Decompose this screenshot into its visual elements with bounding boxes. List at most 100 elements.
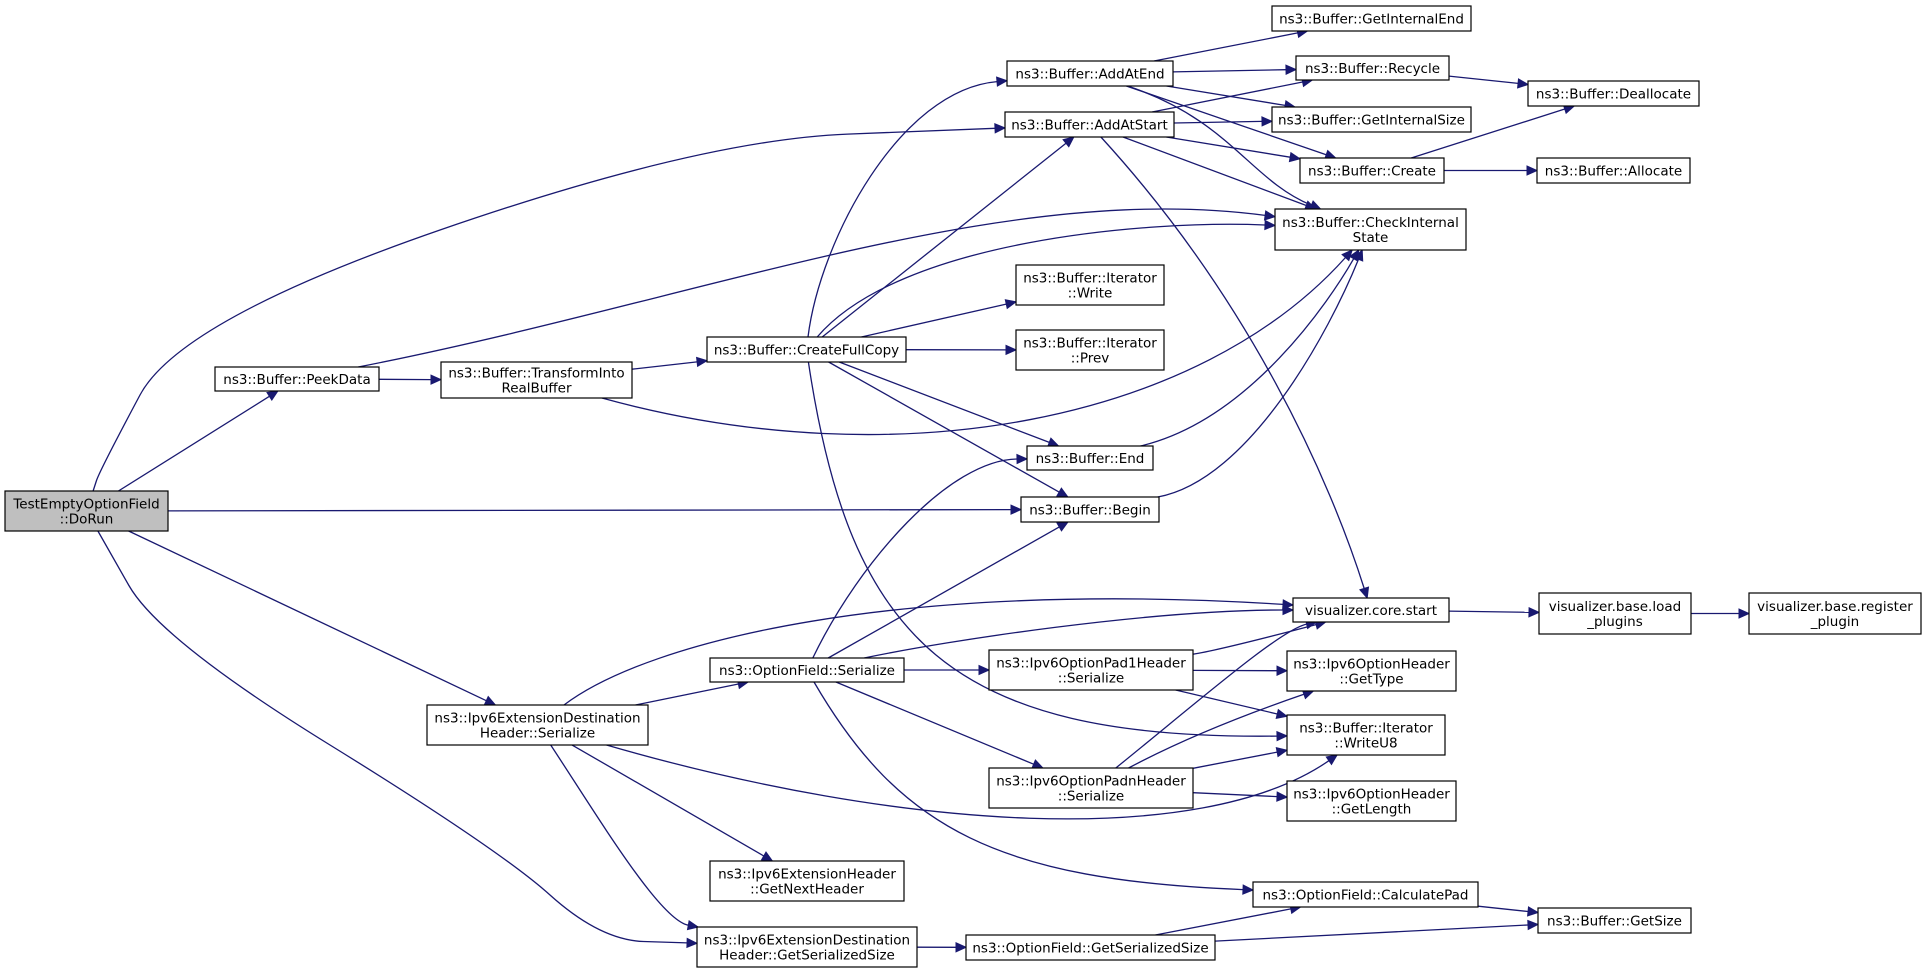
node-label-line: ns3::Buffer::Iterator — [1023, 271, 1157, 287]
edge-line — [816, 223, 1266, 338]
node-gettype[interactable]: ns3::Ipv6OptionHeader::GetType — [1286, 650, 1457, 692]
node-peekdata[interactable]: ns3::Buffer::PeekData — [214, 366, 380, 392]
node-pad1serialize[interactable]: ns3::Ipv6OptionPad1Header::Serialize — [988, 649, 1194, 691]
node-loadplugins[interactable]: visualizer.base.load_plugins — [1538, 592, 1692, 635]
edge-root-to-peekdata — [118, 390, 279, 492]
edge-line — [1151, 81, 1303, 113]
node-registerplugin[interactable]: visualizer.base.register_plugin — [1748, 592, 1922, 635]
node-getlength[interactable]: ns3::Ipv6OptionHeader::GetLength — [1286, 780, 1457, 822]
arrowhead-icon — [1528, 607, 1541, 618]
edge-line — [1175, 689, 1278, 715]
edge-pad1serialize-to-writeu8 — [1175, 689, 1289, 720]
node-label-line: ns3::Buffer::AddAtEnd — [1015, 67, 1164, 83]
node-box — [1271, 106, 1472, 133]
arrowhead-icon — [1285, 64, 1298, 75]
node-createfullcopy[interactable]: ns3::Buffer::CreateFullCopy — [706, 336, 907, 363]
arrowhead-icon — [978, 664, 991, 676]
node-padnserialize[interactable]: ns3::Ipv6OptionPadnHeader::Serialize — [988, 767, 1194, 809]
node-box — [1538, 592, 1692, 635]
node-getsize[interactable]: ns3::Buffer::GetSize — [1537, 907, 1692, 934]
node-destgetsize[interactable]: ns3::Ipv6ExtensionDestinationHeader::Get… — [696, 926, 918, 968]
arrowhead-icon — [1527, 906, 1540, 917]
node-label-line: ::Prev — [1071, 351, 1110, 367]
edge-line — [1192, 623, 1317, 655]
edge-addatend-to-recycle — [1172, 64, 1298, 75]
node-label-line: visualizer.base.load — [1549, 599, 1681, 615]
edge-optserialize-to-begin — [827, 521, 1070, 659]
node-getinternalend[interactable]: ns3::Buffer::GetInternalEnd — [1271, 5, 1472, 32]
node-root[interactable]: TestEmptyOptionField::DoRun — [4, 490, 169, 532]
node-box — [1286, 650, 1457, 692]
edge-line — [807, 80, 998, 338]
edge-line — [118, 395, 270, 492]
node-label-line: _plugin — [1810, 614, 1860, 630]
node-recycle[interactable]: ns3::Buffer::Recycle — [1295, 55, 1450, 81]
node-create[interactable]: ns3::Buffer::Create — [1299, 157, 1445, 184]
node-box — [1286, 780, 1457, 822]
node-label-line: visualizer.core.start — [1305, 603, 1437, 619]
node-label-line: ns3::Buffer::TransformInto — [448, 366, 624, 382]
node-box — [1292, 597, 1450, 623]
edge-line — [821, 142, 1067, 338]
edge-line — [835, 681, 1034, 765]
node-label-line: ns3::Buffer::AddAtStart — [1011, 118, 1168, 134]
node-box — [1271, 5, 1472, 32]
node-label-line: ns3::Buffer::GetInternalSize — [1278, 113, 1465, 129]
node-vizstart[interactable]: visualizer.core.start — [1292, 597, 1450, 623]
edge-line — [861, 303, 1007, 338]
node-box — [709, 657, 905, 683]
node-optserialize[interactable]: ns3::OptionField::Serialize — [709, 657, 905, 683]
node-optgetsize[interactable]: ns3::OptionField::GetSerializedSize — [965, 934, 1216, 961]
node-label-line: ns3::Buffer::End — [1036, 451, 1145, 467]
node-begin[interactable]: ns3::Buffer::Begin — [1020, 496, 1160, 523]
node-getinternalsize[interactable]: ns3::Buffer::GetInternalSize — [1271, 106, 1472, 133]
node-deallocate[interactable]: ns3::Buffer::Deallocate — [1527, 80, 1700, 107]
edge-createfullcopy-to-addatend — [807, 76, 1009, 338]
arrowhead-icon — [1046, 437, 1060, 448]
edge-createfullcopy-to-addatstart — [821, 136, 1075, 338]
arrowhead-icon — [1264, 219, 1277, 231]
node-iterprev[interactable]: ns3::Buffer::Iterator::Prev — [1015, 329, 1165, 371]
node-getnextheader[interactable]: ns3::Ipv6ExtensionHeader::GetNextHeader — [709, 860, 905, 902]
node-label-line: ns3::OptionField::CalculatePad — [1262, 888, 1468, 904]
arrowhead-icon — [1275, 708, 1289, 720]
arrowhead-icon — [686, 919, 700, 931]
node-writeu8[interactable]: ns3::Buffer::Iterator::WriteU8 — [1286, 714, 1446, 756]
node-box — [1015, 264, 1165, 306]
edge-end-to-checkinternal — [1140, 248, 1360, 447]
node-box — [1286, 714, 1446, 756]
arrowhead-icon — [1056, 521, 1070, 532]
node-label-line: TestEmptyOptionField — [12, 497, 159, 513]
arrowhead-icon — [1341, 249, 1354, 262]
node-calcpad[interactable]: ns3::OptionField::CalculatePad — [1252, 881, 1479, 908]
edge-line — [167, 508, 1012, 512]
edge-transform-to-checkinternal — [601, 249, 1354, 436]
node-label-line: ns3::OptionField::Serialize — [719, 663, 895, 679]
edge-addatstart-to-checkinternal — [1122, 136, 1317, 211]
edge-optserialize-to-pad1serialize — [904, 664, 991, 676]
node-addatend[interactable]: ns3::Buffer::AddAtEnd — [1006, 60, 1174, 87]
node-end[interactable]: ns3::Buffer::End — [1026, 445, 1154, 471]
edge-line — [1115, 623, 1307, 769]
node-destserialize[interactable]: ns3::Ipv6ExtensionDestinationHeader::Ser… — [426, 704, 649, 746]
edge-pad1serialize-to-vizstart — [1192, 619, 1327, 655]
edge-createfullcopy-to-checkinternal — [816, 219, 1277, 338]
edge-begin-to-checkinternal — [1157, 248, 1364, 498]
edge-root-to-begin — [167, 504, 1023, 515]
edge-line — [1128, 693, 1305, 769]
node-label-line: ::Serialize — [1058, 789, 1124, 805]
edge-line — [563, 598, 1284, 706]
node-allocate[interactable]: ns3::Buffer::Allocate — [1536, 157, 1691, 184]
edge-line — [1100, 136, 1365, 589]
node-label-line: ns3::OptionField::GetSerializedSize — [972, 941, 1208, 957]
node-addatstart[interactable]: ns3::Buffer::AddAtStart — [1004, 111, 1175, 138]
arrowhead-icon — [1276, 730, 1289, 742]
node-box — [1015, 329, 1165, 371]
node-label-line: ns3::Buffer::PeekData — [223, 372, 370, 388]
edge-destserialize-to-writeu8 — [606, 744, 1339, 820]
node-label-line: ns3::Ipv6OptionPadnHeader — [996, 774, 1186, 790]
node-label-line: ns3::Ipv6OptionPad1Header — [996, 656, 1186, 672]
node-iterwrite[interactable]: ns3::Buffer::Iterator::Write — [1015, 264, 1165, 306]
